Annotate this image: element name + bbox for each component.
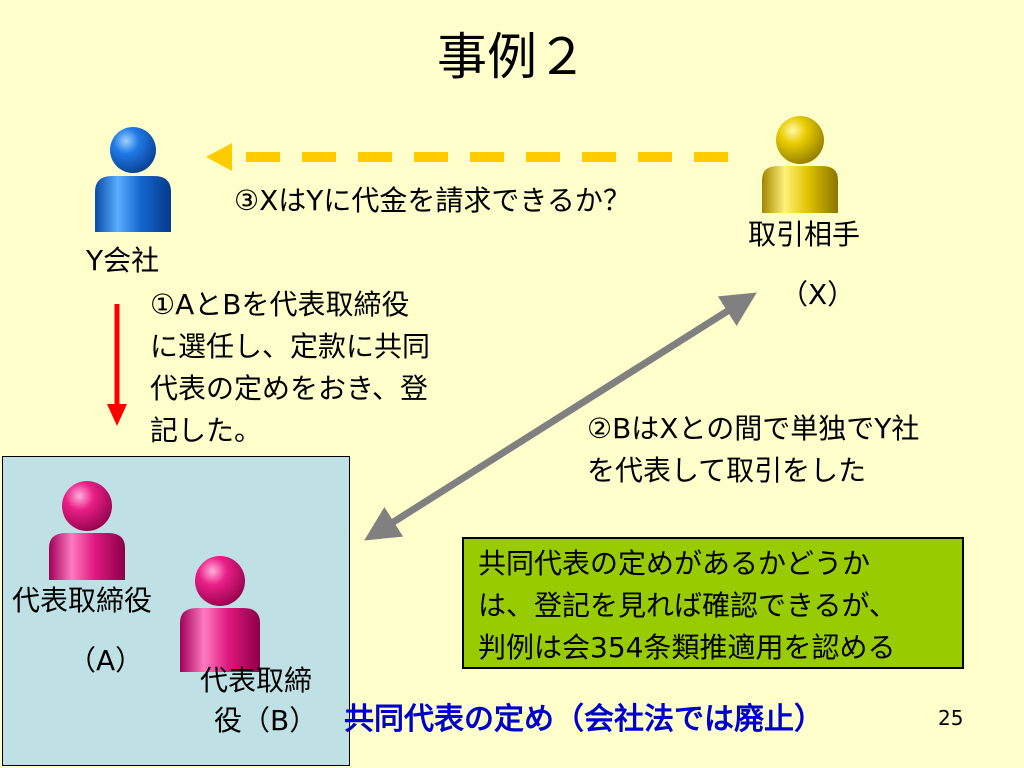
- step1-line2: に選任し、定款に共同: [150, 330, 431, 363]
- person-icon-b: [180, 556, 260, 672]
- directors-box: [2, 456, 350, 766]
- dashed-arrow-claim: [206, 143, 728, 171]
- director-a-label: 代表取締役: [12, 584, 153, 617]
- step1-line3: 代表の定めをおき、登: [150, 372, 429, 405]
- gray-arrow-transaction: [364, 292, 757, 541]
- note-line3: 判例は会354条類推適用を認める: [478, 631, 896, 664]
- step2-line1: ②BはXとの間で単独でY社: [587, 412, 920, 445]
- page-number: 25: [938, 706, 964, 730]
- y-company-label: Y会社: [86, 244, 160, 277]
- step3-text: ③XはYに代金を請求できるか？: [234, 184, 631, 217]
- note-line1: 共同代表の定めがあるかどうか: [478, 547, 871, 580]
- person-icon-a: [49, 481, 125, 580]
- person-icon-y: [95, 127, 171, 232]
- director-b-paren: 役（B）: [214, 704, 318, 737]
- step1-line1: ①AとBを代表取締役: [150, 288, 410, 321]
- step2-line2: を代表して取引をした: [587, 454, 867, 487]
- red-arrow-appoint: [107, 304, 127, 426]
- director-b-label: 代表取締: [200, 664, 313, 697]
- counterparty-x-label: （X）: [780, 278, 856, 311]
- person-icon-x: [762, 116, 838, 213]
- counterparty-label: 取引相手: [748, 218, 861, 251]
- note-line2: は、登記を見れば確認できるが、: [478, 589, 897, 622]
- slide-title: 事例２: [437, 28, 587, 86]
- footer-caption: 共同代表の定め（会社法では廃止）: [344, 702, 824, 737]
- director-a-paren: （A）: [68, 644, 144, 677]
- note-box: 共同代表の定めがあるかどうか は、登記を見れば確認できるが、 判例は会354条類…: [462, 537, 964, 669]
- step1-line4: 記した。: [150, 414, 263, 447]
